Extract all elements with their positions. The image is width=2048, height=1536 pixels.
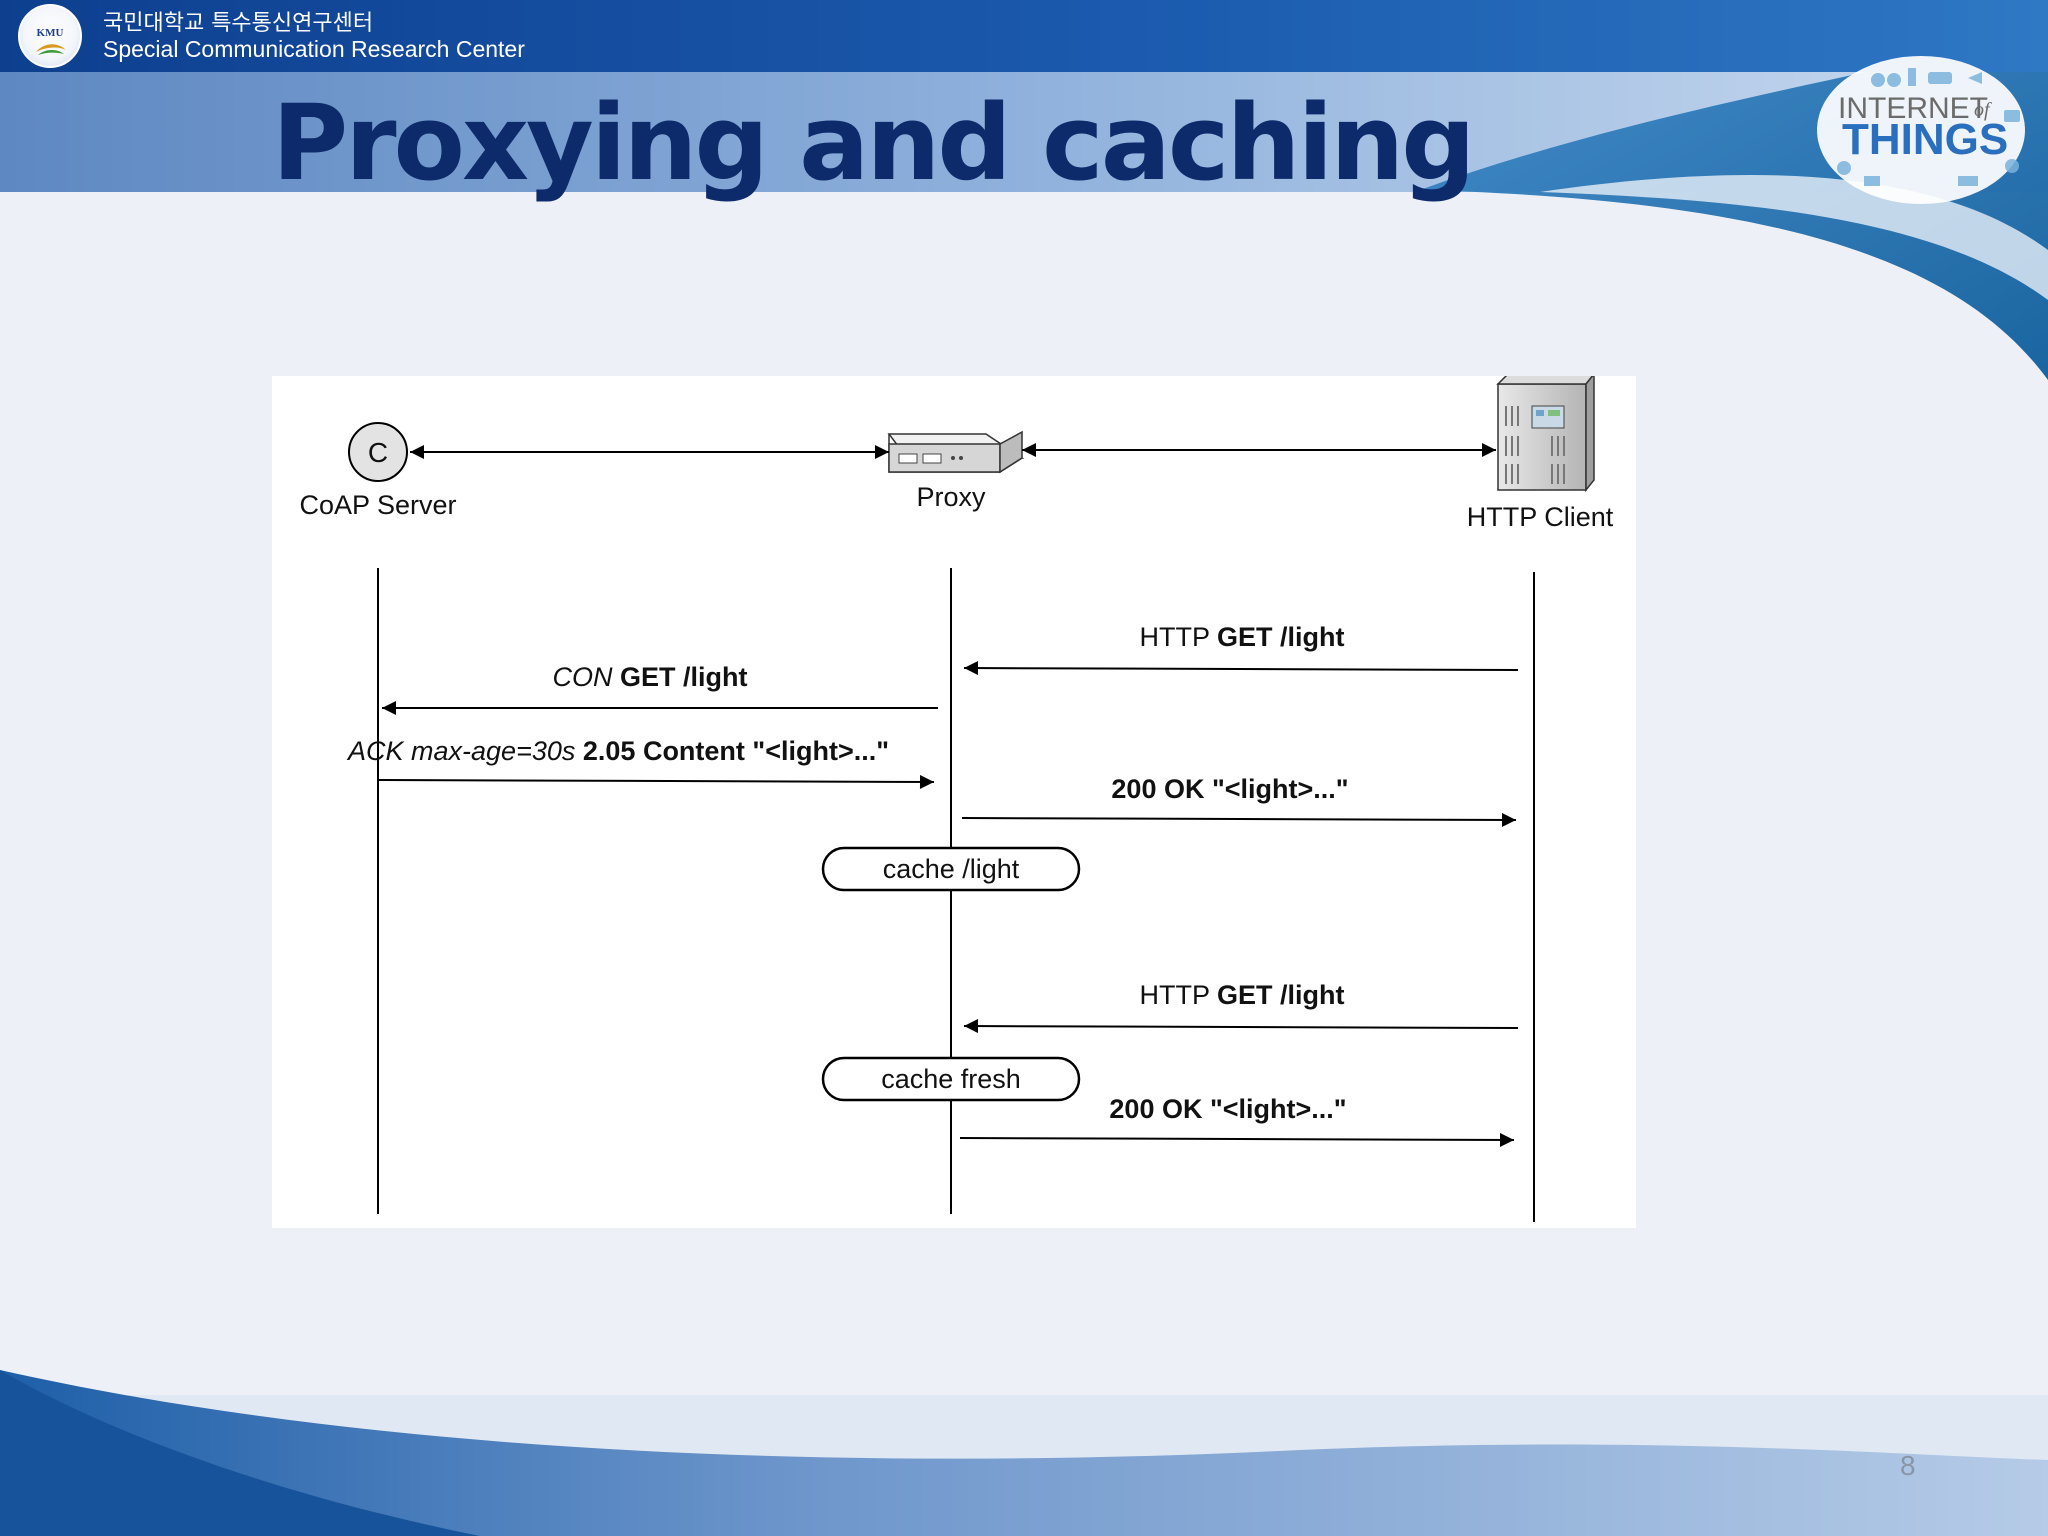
http-client-label: HTTP Client bbox=[1467, 502, 1614, 532]
iot-logo-of: of bbox=[1974, 99, 1992, 121]
message-bold: GET /light bbox=[1217, 980, 1345, 1010]
message-200-ok-1: 200 OK "<light>..." bbox=[1111, 774, 1348, 804]
coap-server-icon: C bbox=[348, 422, 408, 482]
arrow-http-get-1 bbox=[963, 661, 1519, 676]
message-prefix: HTTP bbox=[1139, 980, 1209, 1010]
org-name-english: Special Communication Research Center bbox=[103, 36, 525, 62]
iot-logo-line2: THINGS bbox=[1842, 115, 2008, 164]
coap-server-symbol: C bbox=[368, 437, 388, 468]
iot-logo-line1: INTERNET bbox=[1838, 92, 1988, 125]
logo-text: KMU bbox=[36, 27, 64, 39]
coap-server-label: CoAP Server bbox=[299, 490, 456, 520]
arrow-ack-content bbox=[377, 774, 935, 789]
sequence-diagram: C bbox=[299, 376, 1614, 1222]
server-tower-icon bbox=[1496, 376, 1595, 493]
university-logo: KMU bbox=[18, 4, 82, 68]
message-prefix: ACK max-age=30s bbox=[346, 736, 575, 766]
leaf-icon bbox=[36, 44, 66, 55]
arrow-200-ok-2 bbox=[959, 1132, 1515, 1147]
proxy-device-icon bbox=[887, 430, 1025, 474]
slide-title: Proxying and caching bbox=[272, 82, 1476, 204]
message-http-get-1: HTTP GET /light bbox=[1139, 622, 1344, 652]
message-bold: GET /light bbox=[620, 662, 748, 692]
message-bold: 2.05 Content "<light>..." bbox=[583, 736, 889, 766]
message-bold: GET /light bbox=[1217, 622, 1345, 652]
message-prefix: HTTP bbox=[1139, 622, 1209, 652]
message-http-get-2: HTTP GET /light bbox=[1139, 980, 1344, 1010]
message-ack-content: ACK max-age=30s 2.05 Content "<light>...… bbox=[346, 736, 889, 766]
arrow-200-ok-1 bbox=[961, 812, 1517, 827]
message-200-ok-2: 200 OK "<light>..." bbox=[1109, 1094, 1346, 1124]
proxy-label: Proxy bbox=[916, 482, 986, 512]
page-number: 8 bbox=[1900, 1450, 1916, 1481]
state-box-fresh bbox=[821, 1056, 1081, 1102]
internet-of-things-logo: INTERNET of THINGS bbox=[1817, 56, 2025, 204]
org-name-korean: 국민대학교 특수통신연구센터 bbox=[103, 11, 374, 36]
state-cache-fresh: cache fresh bbox=[881, 1064, 1021, 1094]
message-con-get: CON GET /light bbox=[552, 662, 747, 692]
state-box-cache bbox=[821, 846, 1081, 892]
sequence-diagram-panel: C bbox=[272, 376, 1636, 1228]
header-bar: KMU 국민대학교 특수통신연구센터 Special Communication… bbox=[0, 0, 2048, 72]
state-cache-light: cache /light bbox=[883, 854, 1020, 884]
device-icons bbox=[1837, 68, 2020, 186]
message-prefix: CON bbox=[552, 662, 613, 692]
arrow-http-get-2 bbox=[963, 1019, 1519, 1034]
